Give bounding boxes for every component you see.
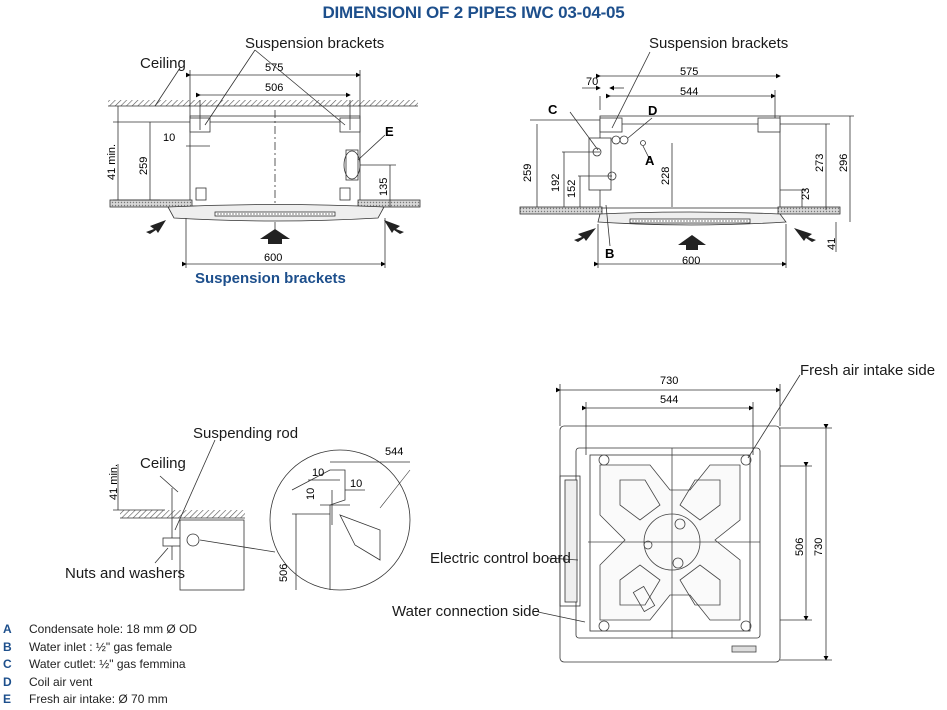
ceiling-label: Ceiling — [140, 55, 186, 72]
dim-273: 273 — [814, 153, 826, 172]
dim-10c: 10 — [305, 487, 317, 500]
electric-board-label: Electric control board — [430, 550, 571, 567]
dim-575-2: 575 — [680, 66, 699, 78]
dim-506-4: 506 — [794, 537, 806, 556]
page-title: DIMENSIONI OF 2 PIPES IWC 03-04-05 — [322, 3, 625, 22]
view-side-right — [519, 51, 854, 268]
letter-c: C — [548, 102, 558, 117]
dim-544-2: 544 — [680, 86, 699, 98]
view-side-left — [108, 49, 421, 268]
dim-600: 600 — [264, 252, 283, 264]
dim-23: 23 — [800, 187, 812, 200]
detail-magnifier — [269, 449, 411, 591]
suspension-brackets-label-2: Suspension brackets — [649, 35, 789, 52]
dim-10a: 10 — [312, 467, 325, 479]
suspension-brackets-caption: Suspension brackets — [195, 270, 346, 287]
dim-152: 152 — [566, 179, 578, 198]
dim-228: 228 — [660, 166, 672, 185]
dim-544-3: 544 — [385, 446, 404, 458]
dim-730: 730 — [660, 375, 679, 387]
dim-600-2: 600 — [682, 255, 701, 267]
false-ceiling-right — [357, 199, 421, 208]
dim-506: 506 — [265, 82, 284, 94]
dim-259: 259 — [138, 156, 150, 175]
suspending-rod-label: Suspending rod — [193, 425, 299, 442]
airflow-arrows-left — [146, 220, 404, 244]
view-rod-detail — [113, 439, 411, 591]
letter-d: D — [648, 103, 658, 118]
ceiling-label-2: Ceiling — [140, 455, 186, 472]
ceiling-slab — [108, 100, 418, 106]
false-ceiling-2r — [777, 206, 841, 215]
dim-506-3: 506 — [278, 563, 290, 582]
dim-41min-2: 41 min. — [108, 463, 120, 500]
view-plan — [537, 374, 832, 663]
dim-41min: 41 min. — [106, 143, 118, 180]
letter-a: A — [645, 153, 655, 168]
dim-575: 575 — [265, 62, 284, 74]
dim-10b: 10 — [350, 478, 363, 490]
letter-b: B — [605, 246, 615, 261]
letter-e: E — [385, 124, 394, 139]
dim-192: 192 — [550, 173, 562, 192]
dim-70: 70 — [586, 76, 599, 88]
fresh-air-side-label: Fresh air intake side — [800, 362, 936, 379]
plan-bracket-pattern — [588, 448, 760, 653]
nuts-washers-label: Nuts and washers — [65, 565, 186, 582]
airflow-arrows-right — [574, 228, 816, 250]
unit-body-2 — [599, 115, 781, 209]
water-side-label: Water connection side — [392, 603, 540, 620]
dim-296: 296 — [838, 153, 850, 172]
false-ceiling-left — [109, 199, 193, 208]
dim-544-4: 544 — [660, 394, 679, 406]
dim-10: 10 — [163, 132, 176, 144]
suspension-brackets-label: Suspension brackets — [245, 35, 385, 52]
dim-259-2: 259 — [522, 163, 534, 182]
dim-41: 41 — [826, 237, 838, 250]
dim-730-2: 730 — [813, 537, 825, 556]
dim-135: 135 — [378, 177, 390, 196]
false-ceiling-2l — [519, 206, 603, 215]
